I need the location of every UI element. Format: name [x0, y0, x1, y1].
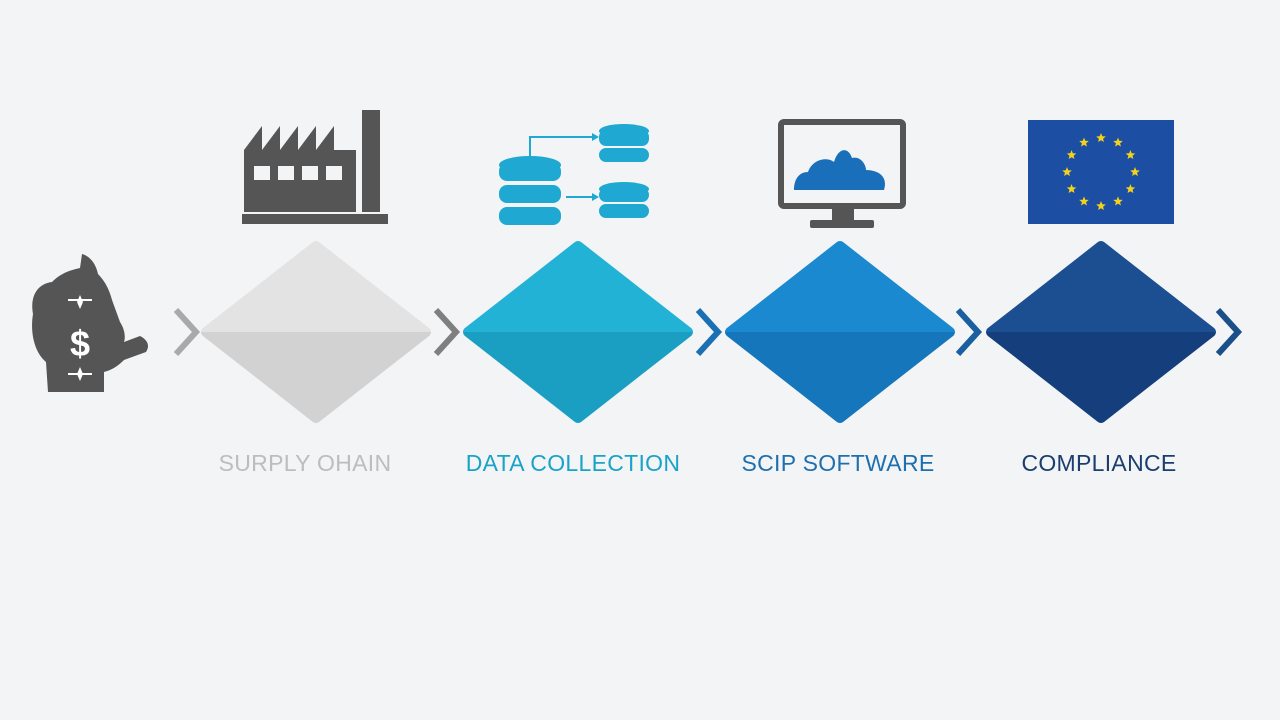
stage-label-compliance: COMPLIANCE	[1021, 450, 1177, 476]
flag-star-icon	[1125, 150, 1136, 159]
flag-star-icon	[1113, 137, 1123, 147]
flag-star-icon	[1079, 137, 1089, 147]
stage-diamond	[986, 241, 1216, 423]
monitor-cloud-icon	[778, 119, 906, 228]
stage-label-supply-chain: SURPLY OHAIN	[218, 450, 392, 476]
stage-diamond	[463, 241, 693, 423]
stage-label-data-collection: DATA COLLECTION	[465, 450, 681, 476]
flag-star-icon	[1125, 184, 1136, 193]
flag-star-icon	[1113, 196, 1123, 206]
flag-star-icon	[1130, 167, 1140, 176]
flag-star-icon	[1066, 150, 1077, 159]
eu-flag-icon	[1028, 120, 1174, 224]
flag-star-icon	[1096, 201, 1106, 210]
chevron-right-icon	[173, 307, 201, 357]
flag-star-icon	[1066, 184, 1077, 193]
flag-star-icon	[1062, 167, 1072, 176]
money-hand-icon: $	[32, 254, 148, 392]
flag-star-icon	[1096, 133, 1106, 142]
stage-diamond	[725, 241, 955, 423]
svg-text:$: $	[70, 323, 90, 364]
stage-label-scip-software: SCIP SOFTWARE	[741, 450, 935, 476]
stage-diamond	[201, 241, 431, 423]
chevron-right-icon	[1215, 307, 1243, 357]
chevron-right-icon	[955, 307, 983, 357]
database-network-icon	[499, 124, 649, 225]
flag-star-icon	[1079, 196, 1089, 206]
chevron-right-icon	[433, 307, 461, 357]
chevron-right-icon	[695, 307, 723, 357]
factory-icon	[242, 110, 388, 224]
